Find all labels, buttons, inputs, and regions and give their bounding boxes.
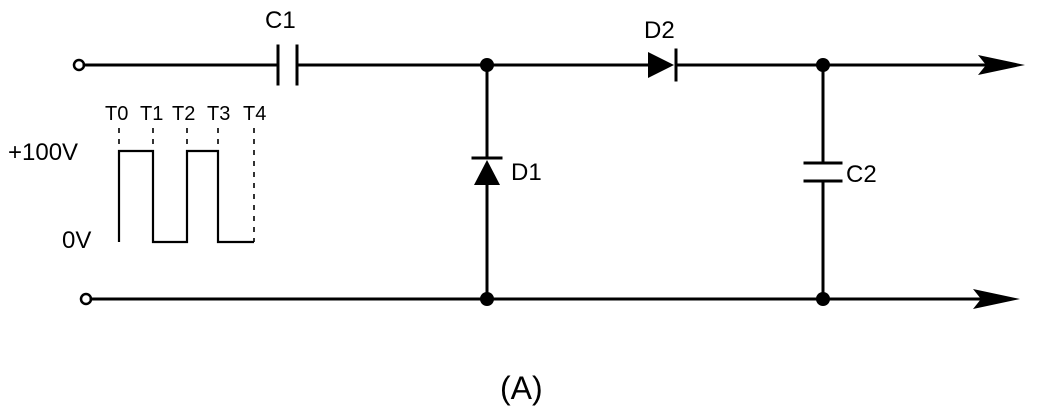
capacitor-c1 xyxy=(276,44,299,86)
junction-top-d1 xyxy=(480,58,494,72)
figure-caption: (A) xyxy=(500,370,543,406)
diode-d1 xyxy=(471,156,503,185)
top-output-arrow xyxy=(978,55,1025,75)
time-mark-t2: T2 xyxy=(172,103,195,125)
c1-label: C1 xyxy=(265,7,296,34)
bottom-output-arrow xyxy=(973,289,1020,309)
junction-bottom-c2 xyxy=(816,292,830,306)
junction-top-c2 xyxy=(816,58,830,72)
diode-d2 xyxy=(648,48,678,82)
time-mark-t1: T1 xyxy=(140,103,163,125)
c2-label: C2 xyxy=(846,161,877,188)
high-voltage-label: +100V xyxy=(8,139,78,166)
time-mark-t3: T3 xyxy=(207,103,230,125)
time-mark-t0: T0 xyxy=(105,103,128,125)
junction-bottom-d1 xyxy=(480,292,494,306)
d2-label: D2 xyxy=(644,17,675,44)
square-wave xyxy=(117,128,255,244)
time-mark-t4: T4 xyxy=(243,103,266,125)
capacitor-c2 xyxy=(803,161,843,183)
d1-label: D1 xyxy=(511,159,542,186)
low-voltage-label: 0V xyxy=(62,227,91,254)
